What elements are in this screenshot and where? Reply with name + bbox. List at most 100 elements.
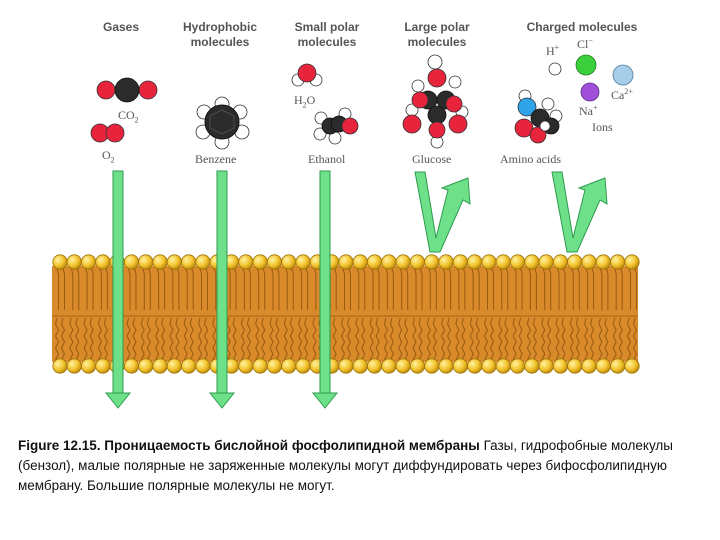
- lipid-tail: [541, 317, 546, 361]
- lipid-head: [81, 254, 97, 270]
- lipid-tail: [391, 267, 394, 310]
- ca-ion: [612, 64, 634, 86]
- label-o2-sub: 2: [110, 155, 115, 165]
- lipid-tail: [148, 267, 151, 310]
- lipid-tail: [441, 317, 446, 361]
- lipid-tail: [456, 267, 460, 310]
- glucose-oxygen-5: [411, 91, 429, 109]
- lipid-head: [567, 254, 583, 270]
- header-gases: Gases: [102, 20, 140, 34]
- label-na-ion-sup: +: [593, 103, 598, 112]
- lipid-tail: [542, 267, 546, 310]
- arrow-charged-v: [551, 171, 608, 253]
- label-h-ion-sup: +: [554, 43, 560, 52]
- lipid-tail: [191, 267, 194, 310]
- lipid-tail: [612, 317, 617, 361]
- lipid-tail: [128, 267, 131, 310]
- lipid-tail: [369, 317, 374, 361]
- lipid-head: [95, 254, 111, 270]
- lipid-head: [352, 254, 368, 270]
- benzene-molecule: [195, 96, 250, 150]
- label-ions: Ions: [592, 120, 613, 134]
- arrow-gases-shaft: [112, 170, 124, 396]
- lipid-head: [252, 254, 268, 270]
- lipid-head: [581, 358, 597, 374]
- lipid-tail: [256, 267, 260, 310]
- lipid-tail: [75, 317, 80, 361]
- lipid-tail: [85, 267, 88, 310]
- lipid-tail: [54, 317, 60, 361]
- na-ion: [580, 82, 600, 102]
- lipid-heads-inner: [52, 358, 640, 374]
- lipid-head: [52, 254, 68, 270]
- lipid-tail: [585, 267, 589, 310]
- lipid-head: [266, 358, 283, 374]
- lipid-tail: [189, 317, 194, 361]
- ethanol-h-2: [313, 127, 327, 141]
- arrow-small-polar-shaft: [319, 170, 331, 396]
- lipid-tail: [234, 267, 237, 310]
- lipid-tail: [169, 317, 174, 361]
- lipid-tail: [604, 317, 609, 361]
- lipid-tail: [461, 317, 466, 361]
- lipid-tail: [420, 267, 423, 310]
- lipid-head: [338, 254, 354, 270]
- lipid-head: [438, 358, 454, 374]
- lipid-tail: [598, 317, 603, 361]
- lipid-tail: [504, 317, 509, 361]
- lipid-head: [281, 358, 297, 374]
- co2-molecule: [96, 77, 158, 103]
- lipid-head: [509, 254, 526, 270]
- lipid-tail: [628, 267, 631, 310]
- lipid-head: [567, 358, 583, 374]
- caption-title: Figure 12.15. Проницаемость бислойной фо…: [18, 438, 480, 453]
- lipid-tail: [170, 267, 174, 310]
- lipid-head: [238, 358, 254, 374]
- lipid-tail: [269, 317, 274, 361]
- lipid-tail: [97, 317, 102, 361]
- benzene-ring-outline: [209, 109, 235, 135]
- lipid-tail: [140, 317, 145, 361]
- label-co2-text: CO: [118, 108, 135, 122]
- lipid-tail: [162, 267, 166, 310]
- lipid-tail: [283, 317, 288, 361]
- lipid-head: [581, 254, 597, 270]
- lipid-tail: [471, 267, 474, 310]
- lipid-tail: [355, 317, 360, 361]
- glucose-h-2: [448, 75, 462, 89]
- lipid-tail: [156, 267, 160, 310]
- lipid-tail: [626, 317, 632, 361]
- lipid-head: [624, 254, 640, 270]
- lipid-tail: [362, 267, 366, 310]
- lipid-head: [366, 358, 383, 374]
- lipid-tail: [56, 267, 59, 310]
- amino-h-2: [541, 97, 555, 111]
- ethanol-oxygen: [341, 117, 359, 135]
- lipid-head: [81, 358, 97, 374]
- lipid-head: [395, 358, 411, 374]
- lipid-tail: [534, 267, 537, 310]
- lipid-tail: [591, 267, 595, 310]
- permeability-diagram: [52, 54, 640, 409]
- lipid-tail: [213, 267, 217, 310]
- lipid-tail: [132, 317, 137, 361]
- lipid-tail: [299, 267, 303, 310]
- lipid-tail: [526, 317, 531, 361]
- lipid-tail: [161, 317, 166, 361]
- glucose-oxygen-1: [427, 68, 447, 88]
- o2-atom-2: [105, 123, 125, 143]
- glucose-h-1: [411, 79, 425, 93]
- lipid-tail: [563, 267, 566, 310]
- label-o2: O2: [102, 148, 115, 164]
- lipid-tail: [142, 267, 145, 310]
- lipid-tail: [228, 267, 231, 310]
- lipid-head: [138, 254, 154, 270]
- lipid-tail: [261, 317, 266, 361]
- lipid-tail: [361, 317, 366, 361]
- lipid-tail: [505, 267, 509, 310]
- lipid-head: [538, 254, 554, 270]
- lipid-head: [195, 358, 211, 374]
- lipid-tail: [590, 317, 595, 361]
- lipid-tail: [334, 267, 337, 310]
- label-cl-ion-sup: −: [588, 36, 593, 45]
